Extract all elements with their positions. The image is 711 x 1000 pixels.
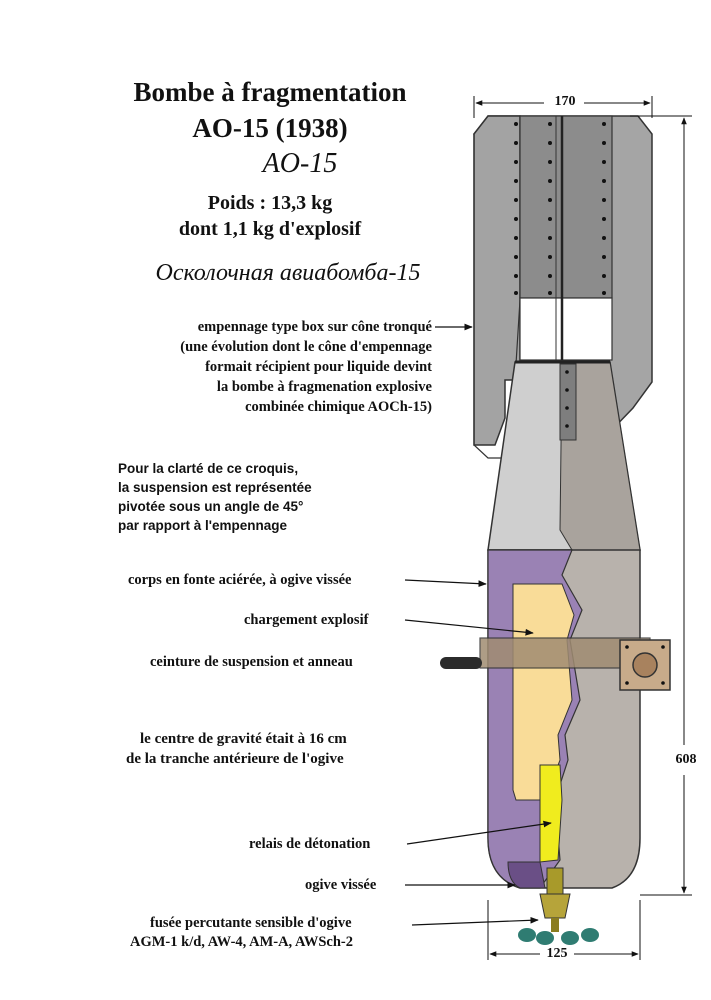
label-charge: chargement explosif — [244, 612, 369, 628]
label-booster: relais de détonation — [249, 836, 371, 852]
weight-label: Poids : 13,3 kg — [207, 192, 333, 214]
note-line-4: par rapport à l'empennage — [118, 518, 288, 533]
label-suspension: ceinture de suspension et anneau — [150, 654, 353, 670]
label-fuze-1: fusée percutante sensible d'ogive — [150, 915, 352, 931]
dimension-lines — [473, 96, 692, 960]
suspension-ring — [440, 637, 671, 691]
note-line-2: la suspension est représentée — [118, 480, 312, 495]
bomb-body — [487, 549, 641, 889]
tail-cone — [487, 360, 641, 551]
label-cg-2: de la tranche antérieure de l'ogive — [126, 751, 344, 767]
nose-fuze — [518, 867, 599, 945]
explosive-weight-label: dont 1,1 kg d'explosif — [178, 218, 362, 240]
label-tail-4: la bombe à fragmenation explosive — [216, 379, 432, 395]
title-line-1: Bombe à fragmentation — [133, 77, 407, 107]
label-tail-2: (une évolution dont le cône d'empennage — [180, 339, 432, 355]
label-tail-5: combinée chimique AOCh-15) — [245, 399, 432, 415]
note-line-3: pivotée sous un angle de 45° — [118, 499, 304, 514]
label-cg-1: le centre de gravité était à 16 cm — [140, 731, 347, 747]
label-tail-1: empennage type box sur cône tronqué — [197, 319, 432, 335]
dimension-length: 608 — [675, 752, 697, 767]
label-nose: ogive vissée — [305, 877, 377, 893]
label-tail-3: formait récipient pour liquide devint — [205, 359, 432, 375]
dimension-tail-width: 170 — [554, 94, 576, 109]
handwritten-designation: AO-15 — [262, 148, 338, 179]
russian-name: Осколочная авиабомба-15 — [155, 260, 421, 286]
dimension-body-width: 125 — [546, 946, 568, 961]
note-line-1: Pour la clarté de ce croquis, — [118, 461, 299, 476]
title-line-2: AO-15 (1938) — [192, 113, 348, 143]
label-fuze-2: AGM-1 k/d, AW-4, AM-A, AWSch-2 — [130, 934, 354, 950]
label-body: corps en fonte aciérée, à ogive vissée — [128, 572, 352, 588]
leader-lines — [404, 323, 552, 926]
tail-rivets — [514, 122, 606, 295]
